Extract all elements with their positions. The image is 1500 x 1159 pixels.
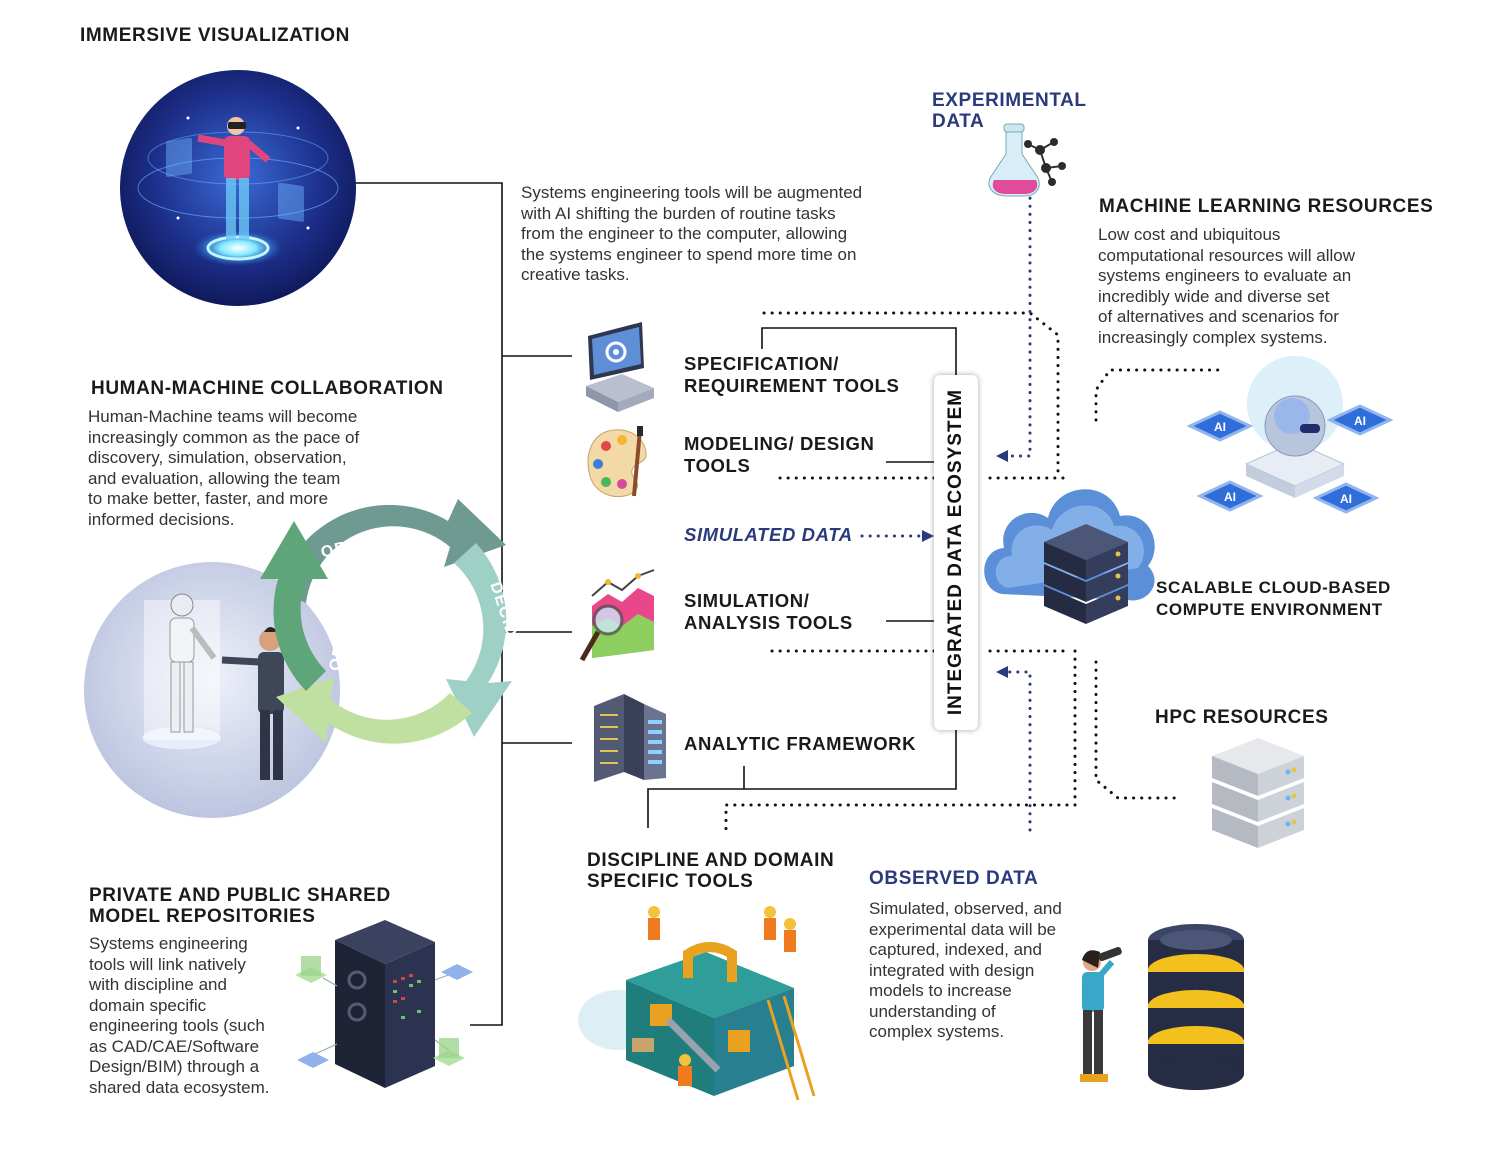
ai-chip-label: AI (1354, 414, 1366, 428)
ai-chip-label: AI (1340, 492, 1352, 506)
specification-tools-label: SPECIFICATION/ REQUIREMENT TOOLS (684, 353, 900, 396)
immersive-visualization-title: IMMERSIVE VISUALIZATION (80, 25, 350, 46)
machine-learning-text: Low cost and ubiquitous computational re… (1098, 225, 1356, 347)
cloud-server-illustration (984, 489, 1155, 624)
repository-server-illustration (295, 920, 473, 1088)
observer-database-illustration (1080, 924, 1244, 1090)
human-machine-collaboration-title: HUMAN-MACHINE COLLABORATION (91, 378, 444, 399)
specification-monitor-icon (586, 322, 654, 412)
hpc-resources-title: HPC RESOURCES (1155, 707, 1329, 728)
ai-augmentation-note: Systems engineering tools will be augmen… (521, 183, 863, 284)
ooda-loop: ORIENT DECIDE ACT OBSERVE (260, 499, 518, 744)
observe-label: OBSERVE (327, 582, 362, 672)
integrated-data-ecosystem-bar (934, 375, 978, 730)
flask-molecule-icon (988, 123, 1066, 197)
simulated-data-label: SIMULATED DATA (684, 524, 853, 545)
ai-chip-label: AI (1224, 490, 1236, 504)
simulation-tools-label: SIMULATION/ ANALYSIS TOOLS (684, 590, 853, 633)
ai-chip: AI (1312, 482, 1380, 514)
ai-chip: AI (1196, 480, 1264, 512)
cloud-compute-title: SCALABLE CLOUD-BASED COMPUTE ENVIRONMENT (1156, 578, 1391, 619)
ai-chip: AI (1326, 404, 1394, 436)
ai-chip-label: AI (1214, 420, 1226, 434)
orient-arrow (278, 499, 506, 603)
integrated-data-ecosystem-label: INTEGRATED DATA ECOSYSTEM (945, 388, 966, 716)
ai-chips-illustration: AI AI AI AI (1186, 356, 1394, 514)
hpc-server-illustration (1212, 738, 1304, 848)
toolbox-workers-illustration (578, 906, 816, 1101)
analysis-chart-icon (579, 569, 655, 662)
observe-arrow (260, 521, 328, 691)
repositories-title: PRIVATE AND PUBLIC SHARED MODEL REPOSITO… (89, 885, 391, 927)
machine-learning-title: MACHINE LEARNING RESOURCES (1099, 196, 1434, 217)
observed-data-title: OBSERVED DATA (869, 868, 1039, 889)
palette-icon (587, 426, 647, 498)
modeling-tools-label: MODELING/ DESIGN TOOLS (684, 433, 875, 476)
ai-chip: AI (1186, 410, 1254, 442)
experimental-data-title: EXPERIMENTAL DATA (932, 90, 1087, 132)
vr-sphere-illustration (120, 70, 356, 306)
human-machine-collaboration-text: Human-Machine teams will become increasi… (88, 407, 360, 529)
act-arrow (276, 677, 472, 744)
analytic-rack-icon (594, 694, 666, 782)
decide-arrow (446, 543, 512, 737)
analytic-framework-label: ANALYTIC FRAMEWORK (684, 733, 917, 754)
observed-data-text: Simulated, observed, and experimental da… (869, 899, 1062, 1041)
repositories-text: Systems engineering tools will link nati… (89, 934, 270, 1097)
discipline-tools-title: DISCIPLINE AND DOMAIN SPECIFIC TOOLS (587, 850, 835, 892)
